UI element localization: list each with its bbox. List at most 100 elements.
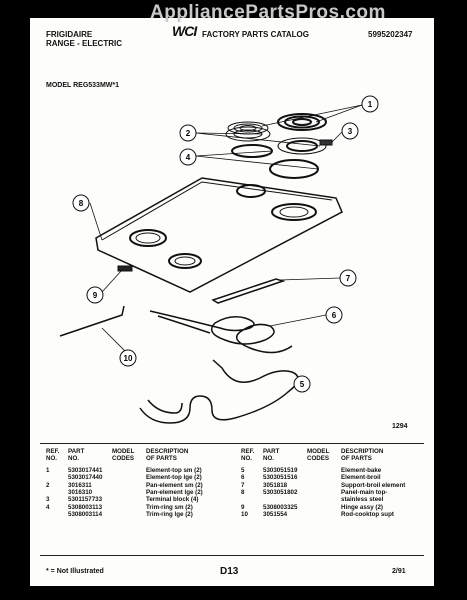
parts-catalog-page: FRIGIDAIRE RANGE - ELECTRIC WCI FACTORY … <box>30 18 434 586</box>
bake-element <box>139 359 299 424</box>
model-number: MODEL REG533MW*1 <box>46 82 119 89</box>
svg-text:6: 6 <box>332 311 337 320</box>
surface-element-large <box>277 113 327 131</box>
desc-cell: stainless steel <box>341 496 384 504</box>
svg-text:5: 5 <box>300 380 305 389</box>
ref-cell: 6 <box>241 474 245 482</box>
model-header-2: CODES <box>307 455 330 463</box>
desc-cell: Element-bake <box>341 466 382 474</box>
part-header-2: NO. <box>68 455 80 463</box>
hinge-assembly <box>117 265 133 272</box>
model-cell <box>307 489 341 496</box>
brand-name: FRIGIDAIRE <box>46 30 93 39</box>
broil-element <box>149 310 293 354</box>
revision-date: 2/91 <box>392 568 406 575</box>
ref-cell: 1 <box>46 466 50 474</box>
cooktop-support-rod <box>59 305 125 337</box>
product-line: RANGE - ELECTRIC <box>46 39 122 48</box>
desc-cell: Element-broil <box>341 474 381 482</box>
ref-cell: 10 <box>241 511 248 519</box>
document-number: 5995202347 <box>368 30 413 39</box>
svg-text:4: 4 <box>186 153 191 162</box>
model-header-1: MODEL <box>307 448 330 455</box>
model-cell <box>307 482 341 489</box>
brand-block: FRIGIDAIRE RANGE - ELECTRIC <box>46 30 122 48</box>
model-header-1: MODEL <box>112 448 135 455</box>
callout-7: 7 <box>339 269 357 287</box>
svg-text:7: 7 <box>346 274 351 283</box>
callout-2: 2 <box>179 124 197 142</box>
ref-cell: 7 <box>241 481 245 489</box>
part-cell: 5303051516 <box>263 474 298 482</box>
part-cell: 3051554 <box>263 511 288 519</box>
callout-9: 9 <box>86 286 104 304</box>
ref-cell: 5 <box>241 466 245 474</box>
part-cell: 5308003114 <box>68 511 103 519</box>
model-cell <box>307 496 341 503</box>
catalog-title: FACTORY PARTS CATALOG <box>202 30 309 39</box>
model-cell <box>112 474 146 481</box>
part-cell: 3016311 <box>68 481 92 489</box>
part-cell <box>263 496 307 503</box>
part-cell: 5301157733 <box>68 496 103 504</box>
desc-cell: Panel-main top- <box>341 489 388 497</box>
desc-cell: Pan-element lge (2) <box>146 489 203 497</box>
exploded-parts-diagram: 1 2 3 4 8 9 7 6 10 5 <box>59 95 379 424</box>
callouts: 1 2 3 4 8 9 7 6 10 5 <box>72 95 379 393</box>
model-cell <box>307 511 341 518</box>
ref-cell: 4 <box>46 503 50 511</box>
table-row: 5 5303051519 Element-bake <box>241 467 431 474</box>
model-cell <box>307 467 341 474</box>
model-cell <box>112 482 146 489</box>
ref-cell: 9 <box>241 503 245 511</box>
part-cell: 3051818 <box>263 481 288 489</box>
model-cell <box>112 489 146 496</box>
part-cell: 5303051519 <box>263 466 298 474</box>
table-row: 6 5303051516 Element-broil <box>241 474 431 481</box>
model-header-2: CODES <box>112 455 135 463</box>
desc-cell: Hinge assy (2) <box>341 503 383 511</box>
callout-3: 3 <box>341 122 359 140</box>
desc-cell: Rod-cooktop supt <box>341 511 394 519</box>
callout-5: 5 <box>293 375 311 393</box>
model-cell <box>307 474 341 481</box>
ref-cell <box>46 474 68 481</box>
table-row: 7 3051818 Support-broil element <box>241 482 431 489</box>
ref-cell: 3 <box>46 496 50 504</box>
table-row: stainless steel <box>241 496 431 503</box>
desc-cell: Pan-element sm (2) <box>146 481 203 489</box>
model-cell <box>112 496 146 503</box>
desc-cell: Terminal block (4) <box>146 496 199 504</box>
table-row: 10 3051554 Rod-cooktop supt <box>241 511 431 518</box>
broil-element-support <box>211 278 286 304</box>
watermark: AppliancePartsPros.com <box>150 2 386 23</box>
part-cell: 5303017440 <box>68 474 103 482</box>
callout-6: 6 <box>325 306 343 324</box>
part-cell: 5303051802 <box>263 489 298 497</box>
part-cell: 5308003113 <box>68 503 103 511</box>
terminal-block <box>319 139 333 146</box>
svg-text:2: 2 <box>186 129 191 138</box>
svg-text:3: 3 <box>348 127 353 136</box>
svg-text:1: 1 <box>368 100 373 109</box>
desc-cell: Support-broil element <box>341 481 406 489</box>
part-cell: 5303017441 <box>68 466 103 474</box>
callout-10: 10 <box>119 349 137 367</box>
desc-cell: Element-top lge (2) <box>146 474 202 482</box>
desc-header-1: DESCRIPTION <box>146 448 189 455</box>
table-top-rule <box>40 443 424 444</box>
part-cell: 3016310 <box>68 489 93 497</box>
model-cell <box>112 504 146 511</box>
ref-cell <box>46 511 68 518</box>
table-row: 5303017440 Element-top lge (2) <box>46 474 236 481</box>
ref-header-2: NO. <box>241 455 253 463</box>
trim-ring-large <box>269 159 319 179</box>
